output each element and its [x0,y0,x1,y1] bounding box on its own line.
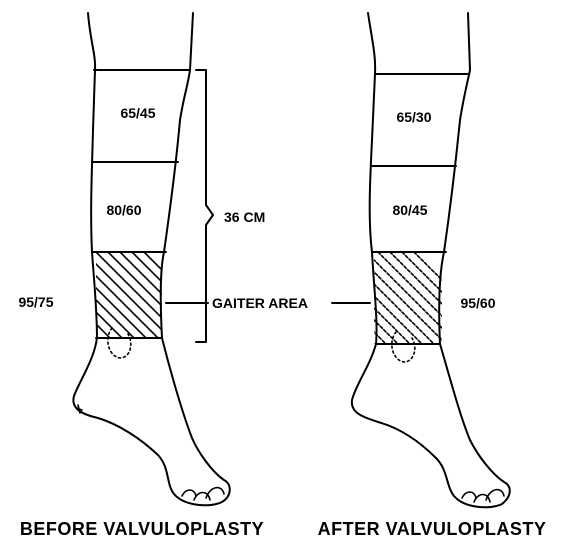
toes-after [462,490,504,502]
length-label: 36 CM [224,209,265,225]
caption-after: AFTER VALVULOPLASTY [318,519,547,539]
leg-before [0,13,244,505]
gaiter-area-label: GAITER AREA [212,295,308,311]
band-value-gaiter-after: 95/60 [460,295,495,311]
length-brace [196,70,213,342]
band-value-middle-after: 80/45 [392,202,427,218]
band-value-upper-after: 65/30 [396,109,431,125]
band-value-upper-before: 65/45 [120,105,155,121]
leg-outline-after [352,13,510,507]
band-value-gaiter-before: 95/75 [18,294,53,310]
caption-before: BEFORE VALVULOPLASTY [20,519,264,539]
toes-before [182,488,224,500]
band-value-middle-before: 80/60 [106,202,141,218]
leg-after [282,13,514,507]
